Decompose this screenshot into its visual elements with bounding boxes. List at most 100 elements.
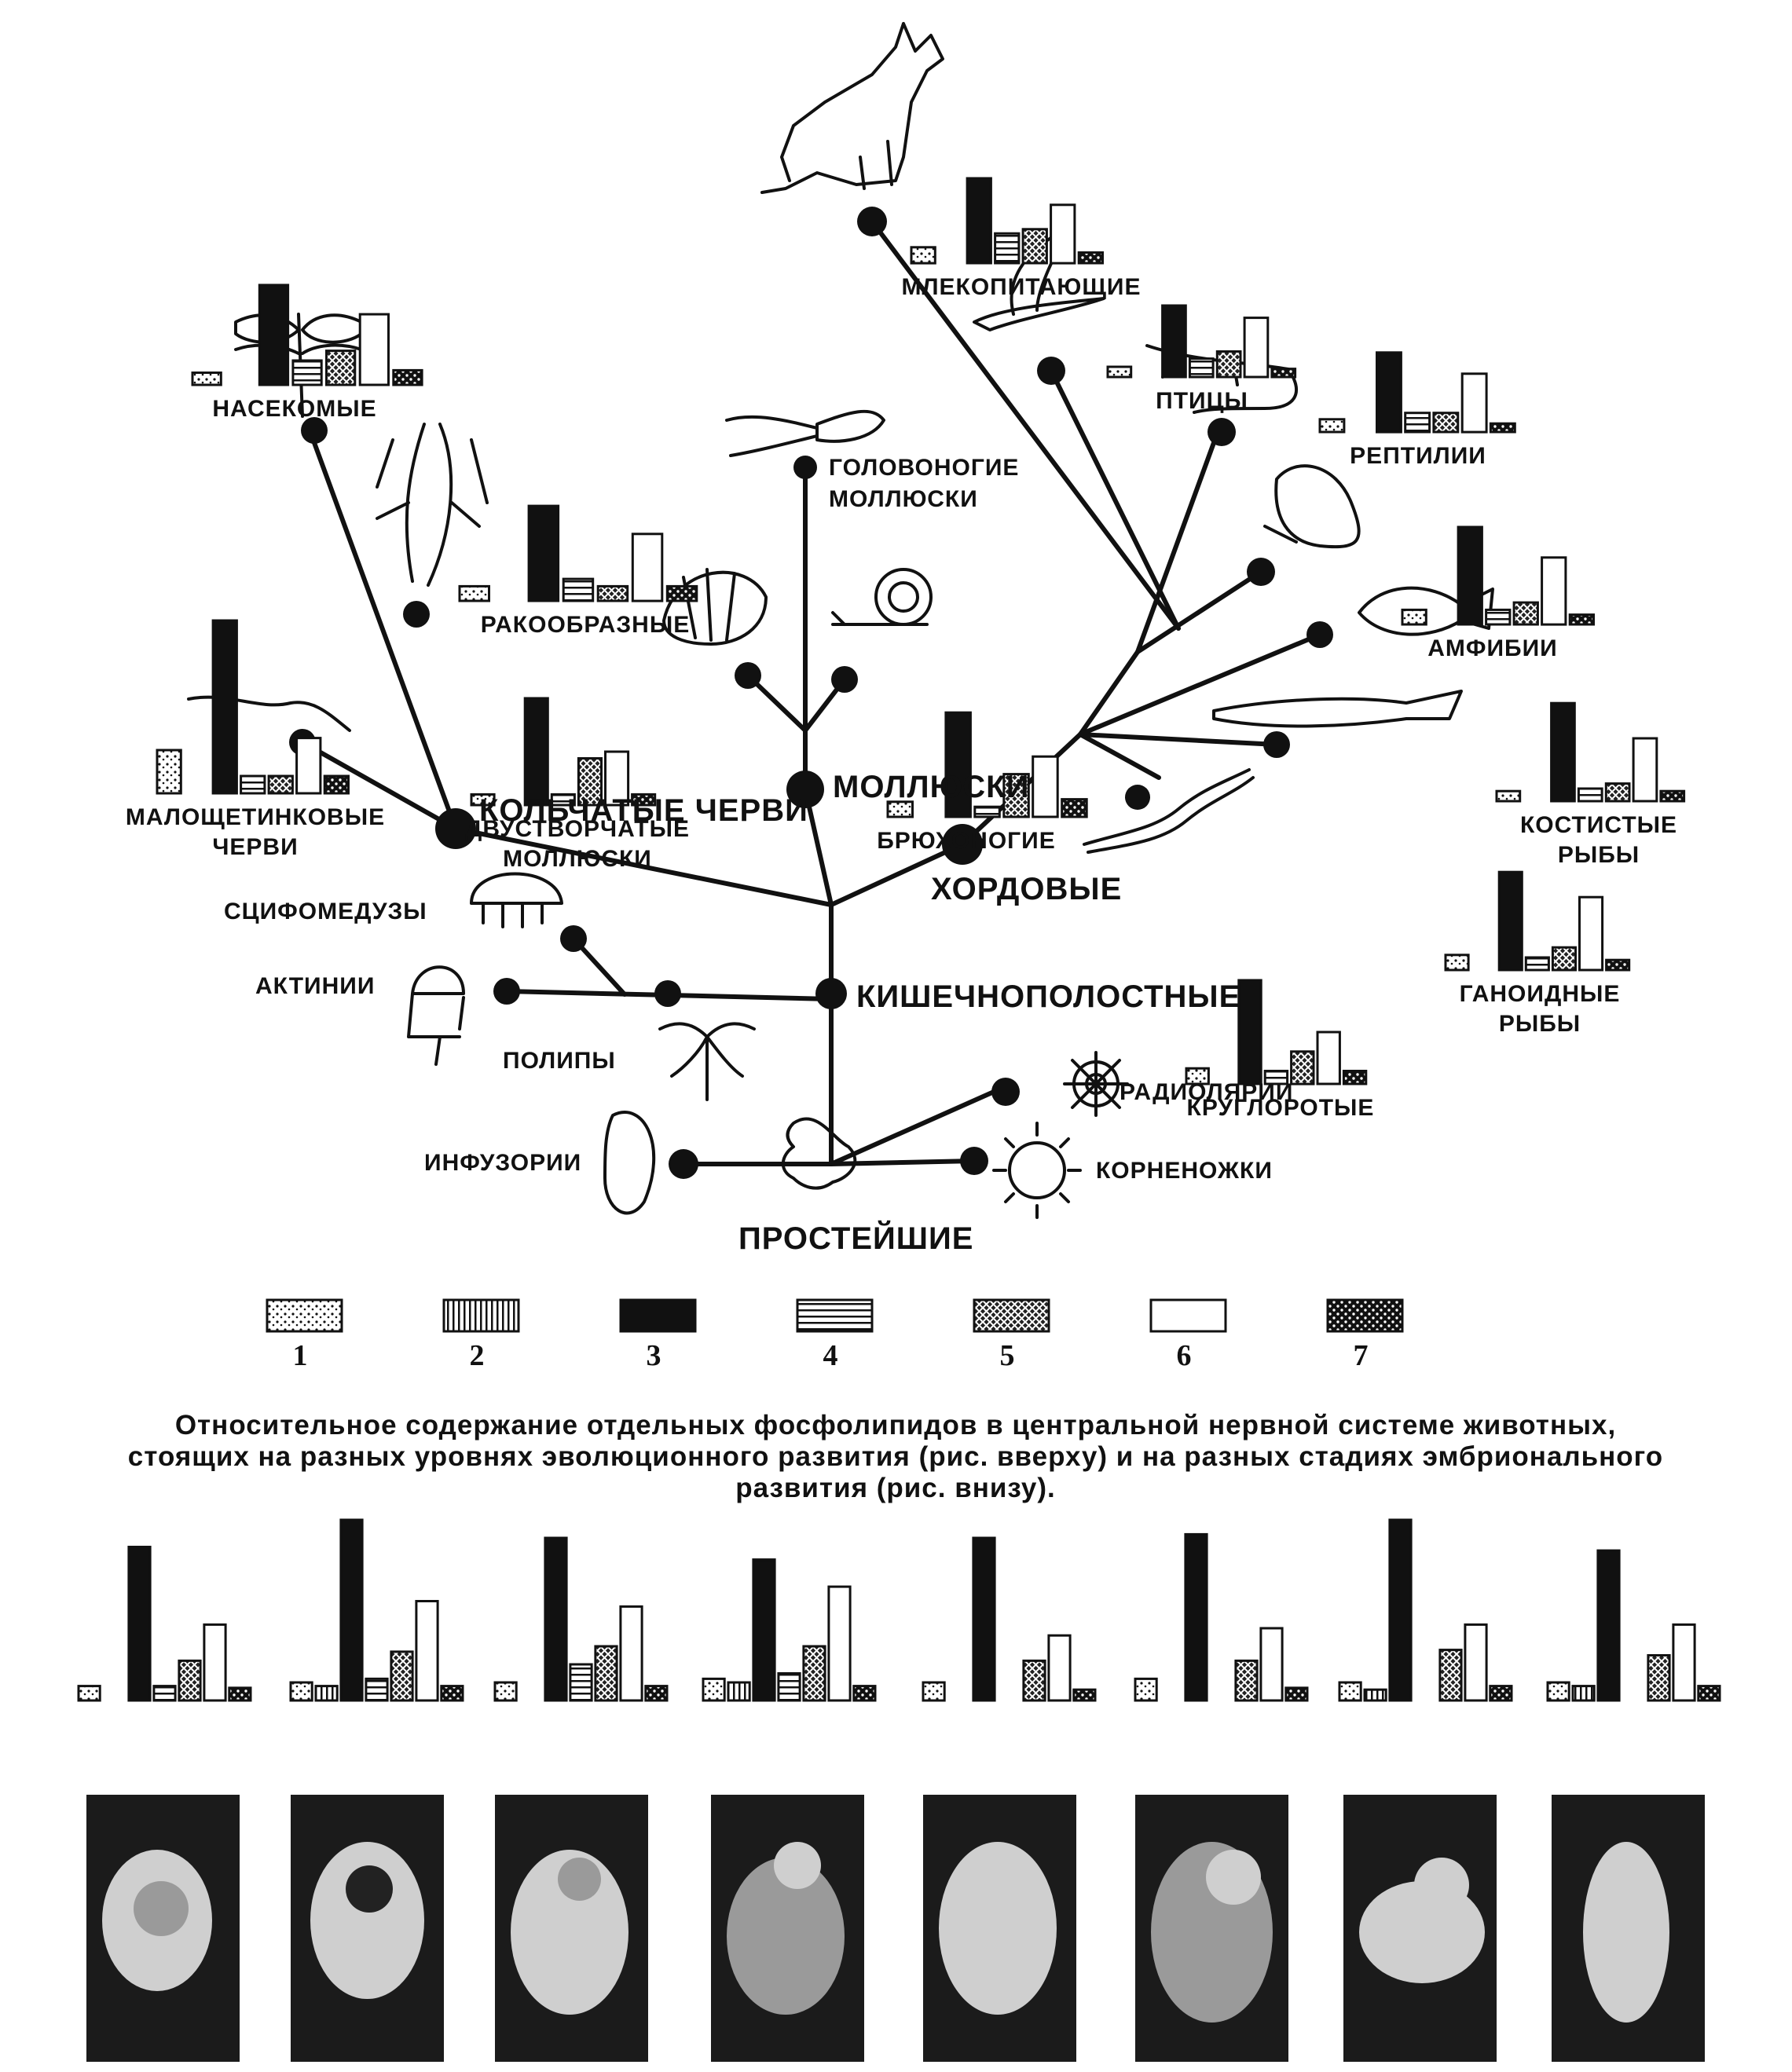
embryo-chart-4-bar-1	[702, 1677, 726, 1702]
chart-bivalves	[470, 697, 657, 807]
chart-insects-bar-6	[358, 313, 390, 386]
node-radiolaria	[991, 1078, 1020, 1106]
chart-bony-fishes-bar-7	[1659, 789, 1686, 803]
embryo-photo-7	[1343, 1795, 1497, 2062]
legend-number-5: 5	[1000, 1339, 1015, 1372]
node-crustaceans	[403, 601, 430, 628]
chart-reptiles-bar-1	[1318, 418, 1346, 434]
embryo-chart-6-bar-7	[1284, 1686, 1309, 1702]
chart-crustaceans-bar-7	[665, 584, 698, 602]
embryo-photo-2	[291, 1795, 444, 2062]
label-bivalves-line-2: МОЛЛЮСКИ	[503, 846, 652, 872]
embryo-chart-2-bar-5	[390, 1650, 414, 1702]
legend-number-2: 2	[470, 1339, 485, 1372]
embryo-chart-1-bar-1	[77, 1685, 101, 1702]
embryo-chart-3-bar-3	[544, 1536, 568, 1702]
embryo-chart-7-bar-6	[1464, 1623, 1488, 1702]
label-chordates: ХОРДОВЫЕ	[931, 872, 1122, 906]
chart-gastropods-bar-1	[886, 800, 914, 818]
node-scyphomedusae	[560, 925, 587, 952]
embryo-chart-7	[1338, 1518, 1513, 1702]
embryo-chart-1-bar-5	[178, 1659, 202, 1702]
label-actinia: АКТИНИИ	[255, 973, 375, 999]
label-coelenterata: КИШЕЧНОПОЛОСТНЫЕ	[856, 979, 1240, 1014]
chart-mammals	[910, 177, 1104, 265]
chart-insects-bar-5	[325, 350, 357, 386]
foraminifera-icon	[992, 1122, 1082, 1219]
label-oligochaetes-line-2: ЧЕРВИ	[212, 834, 298, 860]
legend-number-4: 4	[823, 1339, 838, 1372]
legend-swatch-6	[1149, 1298, 1227, 1333]
node-amphibians	[1247, 558, 1275, 586]
chart-reptiles-bar-7	[1489, 422, 1516, 434]
embryo-chart-5-bar-6	[1047, 1634, 1072, 1702]
chart-bivalves-bar-1	[470, 793, 496, 807]
label-rhizopoda: КОРНЕНОЖКИ	[1096, 1158, 1273, 1184]
embryo-chart-4-bar-5	[802, 1645, 826, 1702]
jellyfish-icon	[470, 872, 563, 928]
embryo-chart-8-bar-1	[1546, 1681, 1570, 1702]
label-bony-fishes: КОСТИСТЫЕ	[1520, 812, 1677, 838]
node-actinia	[493, 978, 520, 1005]
chart-insects-bar-7	[392, 368, 423, 386]
embryo-chart-3-bar-4	[569, 1663, 593, 1702]
node-annelids	[435, 808, 476, 849]
node-infusoria	[669, 1149, 698, 1179]
taxon-bar-charts	[156, 177, 1686, 1085]
node-coelenterata	[815, 978, 847, 1009]
embryo-chart-7-bar-7	[1489, 1685, 1513, 1702]
embryo-chart-7-bar-5	[1438, 1649, 1463, 1702]
chart-mammals-bar-7	[1077, 251, 1104, 265]
chart-bivalves-bar-3	[523, 697, 549, 807]
legend-swatch-2	[442, 1298, 520, 1333]
chart-oligochaetes-bar-4	[240, 774, 266, 795]
embryo-chart-6-bar-6	[1259, 1627, 1284, 1702]
embryo-chart-5	[922, 1536, 1097, 1702]
tree-nodes	[289, 207, 1333, 1179]
chart-mammals-bar-1	[910, 246, 936, 265]
chart-insects	[191, 284, 423, 386]
chart-oligochaetes-bar-3	[211, 619, 238, 795]
organism-sketches	[187, 22, 1494, 1219]
embryo-chart-5-bar-1	[922, 1681, 946, 1702]
embryo-chart-7-bar-2	[1363, 1688, 1387, 1702]
node-bony-fishes	[1306, 621, 1333, 648]
chart-mammals-bar-4	[994, 232, 1021, 265]
node-gastropods	[831, 666, 858, 693]
chart-cyclostomes-bar-5	[1290, 1050, 1315, 1085]
embryo-chart-5-bar-3	[972, 1536, 996, 1702]
chart-reptiles-bar-4	[1404, 412, 1431, 434]
embryo-chart-1-bar-7	[228, 1686, 252, 1702]
chart-ganoid-fishes-bar-4	[1524, 956, 1550, 972]
embryo-bar-charts	[77, 1518, 1721, 1702]
node-birds	[1037, 357, 1065, 385]
embryo-chart-2-bar-7	[440, 1685, 464, 1702]
radiolarian-icon	[1063, 1051, 1129, 1117]
chart-bivalves-bar-5	[577, 757, 603, 807]
node-chordates	[942, 824, 983, 865]
embryo-chart-4	[702, 1558, 877, 1702]
embryo-photo-3	[495, 1795, 648, 2062]
frog-icon	[1263, 464, 1361, 549]
legend-swatch-3	[619, 1298, 697, 1333]
legend-number-7: 7	[1354, 1339, 1369, 1372]
legend-number-6: 6	[1177, 1339, 1192, 1372]
taxon-chart-labels: НАСЕКОМЫЕРАКООБРАЗНЫЕМАЛОЩЕТИНКОВЫЕЧЕРВИ…	[126, 274, 1677, 1121]
label-crustaceans: РАКООБРАЗНЫЕ	[481, 612, 690, 638]
paramecium-icon	[603, 1111, 656, 1215]
embryo-chart-4-bar-2	[727, 1681, 751, 1702]
embryo-chart-8-bar-6	[1672, 1623, 1696, 1702]
chart-gastropods-bar-7	[1061, 798, 1088, 818]
label-radiolaria: РАДИОЛЯРИИ	[1120, 1079, 1293, 1105]
scallop-icon	[662, 568, 768, 646]
chart-cyclostomes	[1185, 979, 1368, 1085]
embryo-chart-2-bar-6	[415, 1600, 439, 1702]
chart-mammals-bar-5	[1021, 228, 1048, 265]
chart-insects-bar-3	[258, 284, 290, 386]
embryo-chart-3	[493, 1536, 669, 1702]
label-bony-fishes-line-2: РЫБЫ	[1558, 842, 1640, 868]
chart-crustaceans-bar-6	[631, 533, 664, 602]
legend-swatch-1	[266, 1298, 343, 1333]
sturgeon-icon	[1212, 690, 1463, 728]
